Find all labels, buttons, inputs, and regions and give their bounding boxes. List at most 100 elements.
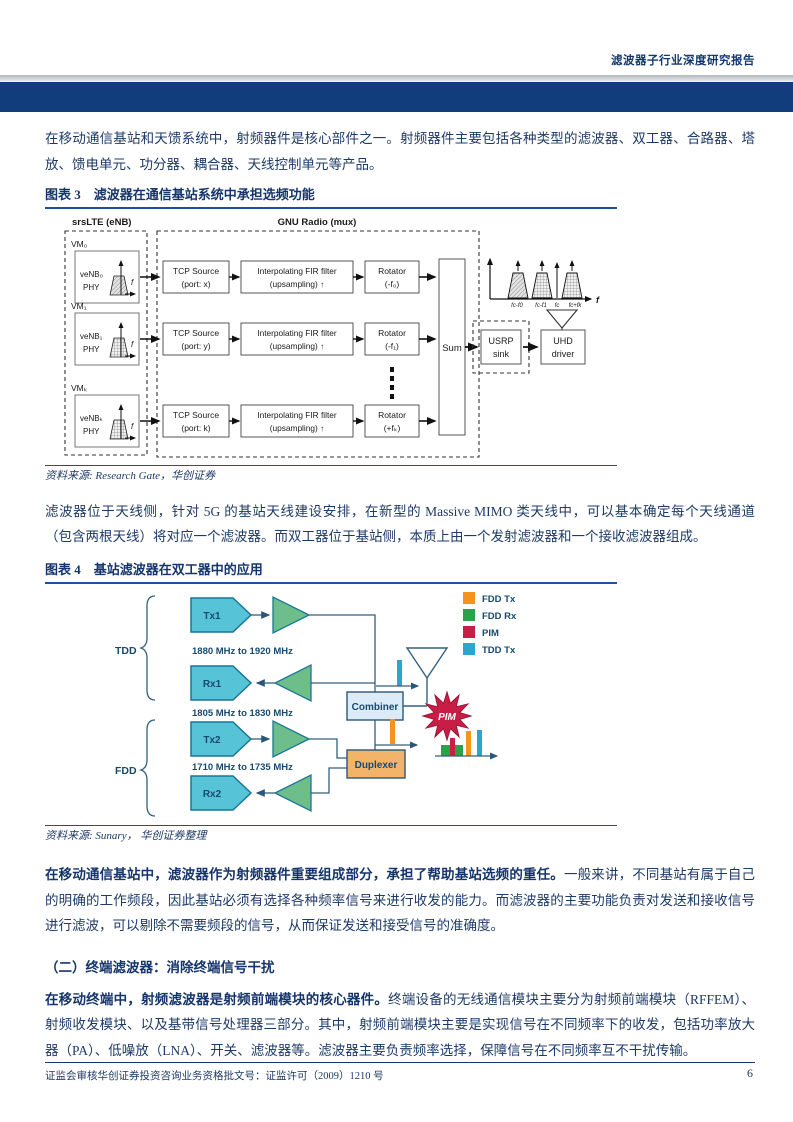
carrier-trapezoid (531, 272, 553, 299)
legend-swatch-tdd-tx (463, 642, 475, 655)
connector (309, 738, 347, 759)
rx1-block (190, 664, 253, 701)
figure4-diagram: FDD Tx FDD Rx PIM TDD Tx TDD Tx1 1880 MH… (115, 591, 517, 817)
fdd-tx-freq-label: 1805 MHz to 1830 MHz (192, 708, 293, 719)
f-label: f (131, 278, 134, 287)
paragraph-4: 在移动终端中，射频滤波器是射频前端模块的核心器件。终端设备的无线通信模块主要分为… (45, 987, 755, 1064)
gnu-radio-label: GNU Radio (mux) (278, 217, 357, 228)
fir-line1: Interpolating FIR filter (257, 410, 337, 420)
rx1-label: Rx1 (203, 679, 222, 690)
figure4-title: 图表 4 基站滤波器在双工器中的应用 (45, 562, 617, 584)
mini-spectrum-icon: f (109, 404, 136, 441)
paragraph-1: 在移动通信基站和天馈系统中，射频器件是核心部件之一。射频器件主要包括各种类型的滤… (45, 131, 755, 172)
tcp-source-box (162, 404, 230, 438)
carrier-trapezoid (561, 272, 583, 299)
gnu-radio-dashed-box (156, 230, 480, 458)
header-navy-band (0, 82, 793, 112)
mini-spectrum-icon: f (109, 322, 136, 359)
sum-box (438, 258, 466, 436)
usrp-sink-box (480, 329, 522, 365)
legend-swatch-pim (463, 625, 475, 638)
figure4-legend: FDD Tx FDD Rx PIM TDD Tx (463, 591, 517, 656)
fir-line1: Interpolating FIR filter (257, 266, 337, 276)
connector (309, 614, 376, 692)
phy-label: PHY (83, 427, 100, 436)
tdd-tx-signal-bar (397, 659, 402, 686)
rx2-block (190, 774, 253, 811)
phy-label: PHY (83, 345, 100, 354)
usrp-dashed-box (472, 320, 530, 374)
antenna-icon (545, 309, 579, 331)
paragraph-3-lead: 在移动通信基站中，滤波器作为射频器件重要组成部分，承担了帮助基站选频的重任。 (45, 867, 564, 883)
fdd-label: FDD (115, 765, 137, 777)
pim-spectrum (435, 729, 499, 760)
mini-spectrum-icon: f (109, 260, 136, 297)
fir-filter-box (240, 404, 354, 438)
fir-line1: Interpolating FIR filter (257, 328, 337, 338)
venb-label: veNB₀ (80, 270, 103, 279)
legend-label: FDD Tx (482, 594, 516, 605)
vm-label: VM₀ (71, 239, 88, 249)
combiner-box (346, 691, 404, 721)
legend-label: PIM (482, 628, 499, 639)
tcp-line2: (port: k) (181, 423, 210, 433)
tick-label: fc+fk (569, 303, 583, 309)
paragraph-3: 在移动通信基站中，滤波器作为射频器件重要组成部分，承担了帮助基站选频的重任。一般… (45, 862, 755, 939)
usrp-line2: sink (493, 349, 510, 359)
tdd-brace (138, 595, 156, 701)
fdd-brace (138, 719, 156, 817)
vertical-ellipsis (390, 367, 394, 400)
uhd-line1: UHD (553, 336, 573, 346)
amplifier-icon (273, 663, 312, 702)
figure3-row-1: VM₁ veNB₁ PHY f TCP Source (port: y) Int… (71, 301, 437, 366)
rotator-line1: Rotator (378, 410, 406, 420)
vm-label: VMₖ (71, 383, 88, 393)
rotator-line2: (-f₀) (385, 279, 400, 289)
tcp-line1: TCP Source (173, 266, 219, 276)
uhd-driver-box (540, 329, 586, 365)
footer-page-number: 6 (747, 1066, 753, 1080)
pim-starburst-icon (421, 689, 473, 742)
figure4-bottom-rule (45, 824, 617, 826)
figure3-title: 图表 3 滤波器在通信基站系统中承担选频功能 (45, 187, 617, 210)
sum-label: Sum (442, 343, 462, 354)
tcp-line2: (port: y) (181, 341, 210, 351)
output-spectrum: f fc-f0 fc-f1 fc fc+fk (487, 257, 600, 309)
connector (311, 767, 347, 794)
footer-rule (45, 1062, 755, 1063)
carrier-trapezoid (507, 272, 529, 299)
amplifier-icon (272, 595, 311, 634)
rotator-box (364, 322, 420, 356)
figure3-bottom-rule (45, 465, 617, 467)
srslte-label: srsLTE (eNB) (72, 217, 131, 228)
tcp-line1: TCP Source (173, 328, 219, 338)
section-heading: （二）终端滤波器：消除终端信号干扰 (45, 960, 275, 976)
combiner-label: Combiner (352, 702, 399, 713)
antenna-icon (403, 647, 449, 707)
f-label: f (131, 422, 134, 431)
legend-label: TDD Tx (482, 645, 516, 656)
paragraph-4-rest: 终端设备的无线通信模块主要分为射频前端模块（RFFEM）、射频收发模块、以及基带… (45, 991, 756, 1058)
srslte-dashed-box (64, 230, 148, 456)
tdd-label: TDD (115, 645, 137, 657)
page-content: 在移动通信基站和天馈系统中，射频器件是核心部件之一。射频器件主要包括各种类型的滤… (45, 126, 755, 1074)
rotator-box (364, 260, 420, 294)
rx2-label: Rx2 (203, 789, 222, 800)
amplifier-icon (272, 719, 311, 758)
fir-filter-box (240, 260, 354, 294)
paragraph-2: 滤波器位于天线侧，针对 5G 的基站天线建设安排，在新型的 Massive MI… (45, 503, 755, 545)
fdd-rx-freq-label: 1710 MHz to 1735 MHz (192, 762, 293, 773)
fdd-tx-signal-bar (390, 718, 395, 744)
tcp-line2: (port: x) (181, 279, 210, 289)
tcp-source-box (162, 260, 230, 294)
tx2-label: Tx2 (203, 735, 221, 746)
figure3-row-0: VM₀ veNB₀ PHY f TCP Source (port: x) Int… (71, 239, 437, 304)
duplexer-box (346, 749, 406, 779)
tdd-freq-label: 1880 MHz to 1920 MHz (192, 646, 293, 657)
fir-line2: (upsampling) ↑ (270, 423, 324, 433)
figure3-diagram: srsLTE (eNB) GNU Radio (mux) VM₀ veNB₀ P… (64, 217, 600, 458)
f-label: f (131, 340, 134, 349)
paragraph-3-rest: 一般来讲，不同基站有属于自己的明确的工作频段，因此基站必须有选择各种频率信号来进… (45, 867, 756, 934)
rotator-line1: Rotator (378, 266, 406, 276)
